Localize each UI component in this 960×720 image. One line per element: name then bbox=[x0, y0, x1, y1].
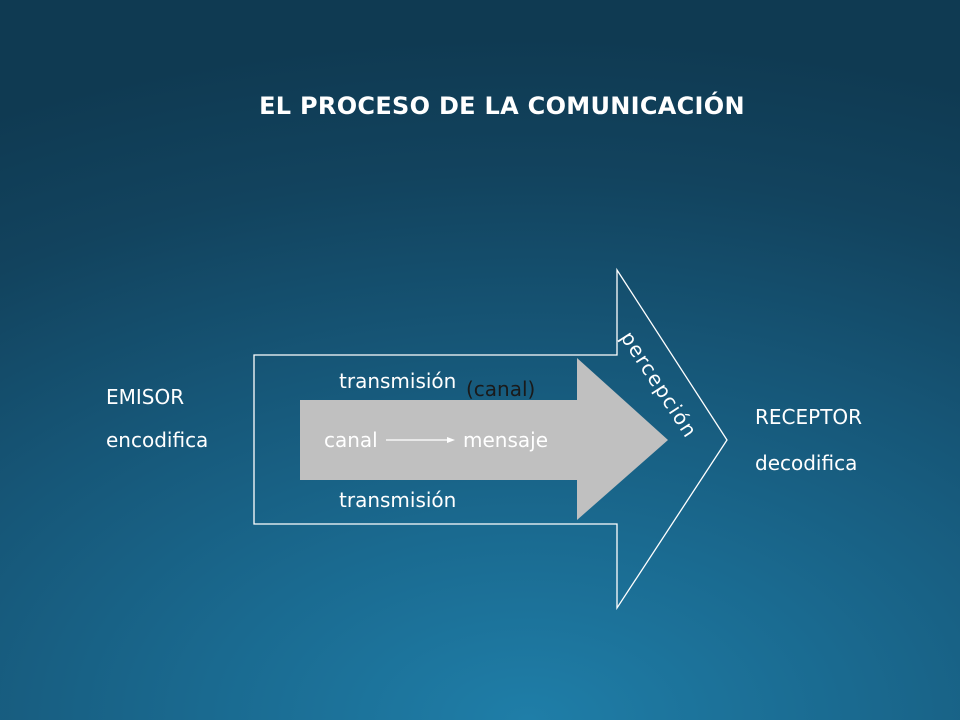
channel-note: (canal) bbox=[466, 377, 536, 401]
sender-label: EMISOR bbox=[106, 385, 185, 409]
inner-left-label: canal bbox=[324, 428, 378, 452]
inner-right-label: mensaje bbox=[463, 428, 548, 452]
top-transmission-label: transmisión bbox=[339, 369, 457, 393]
inner-arrow bbox=[300, 358, 668, 520]
receiver-label: RECEPTOR bbox=[755, 405, 863, 429]
receiver-action: decodifica bbox=[755, 451, 858, 475]
slide-title: EL PROCESO DE LA COMUNICACIÓN bbox=[259, 92, 745, 120]
sender-action: encodifica bbox=[106, 428, 209, 452]
outer-arrow bbox=[253, 267, 728, 611]
bottom-transmission-label: transmisión bbox=[339, 488, 457, 512]
inner-connector-arrowhead bbox=[447, 437, 455, 443]
